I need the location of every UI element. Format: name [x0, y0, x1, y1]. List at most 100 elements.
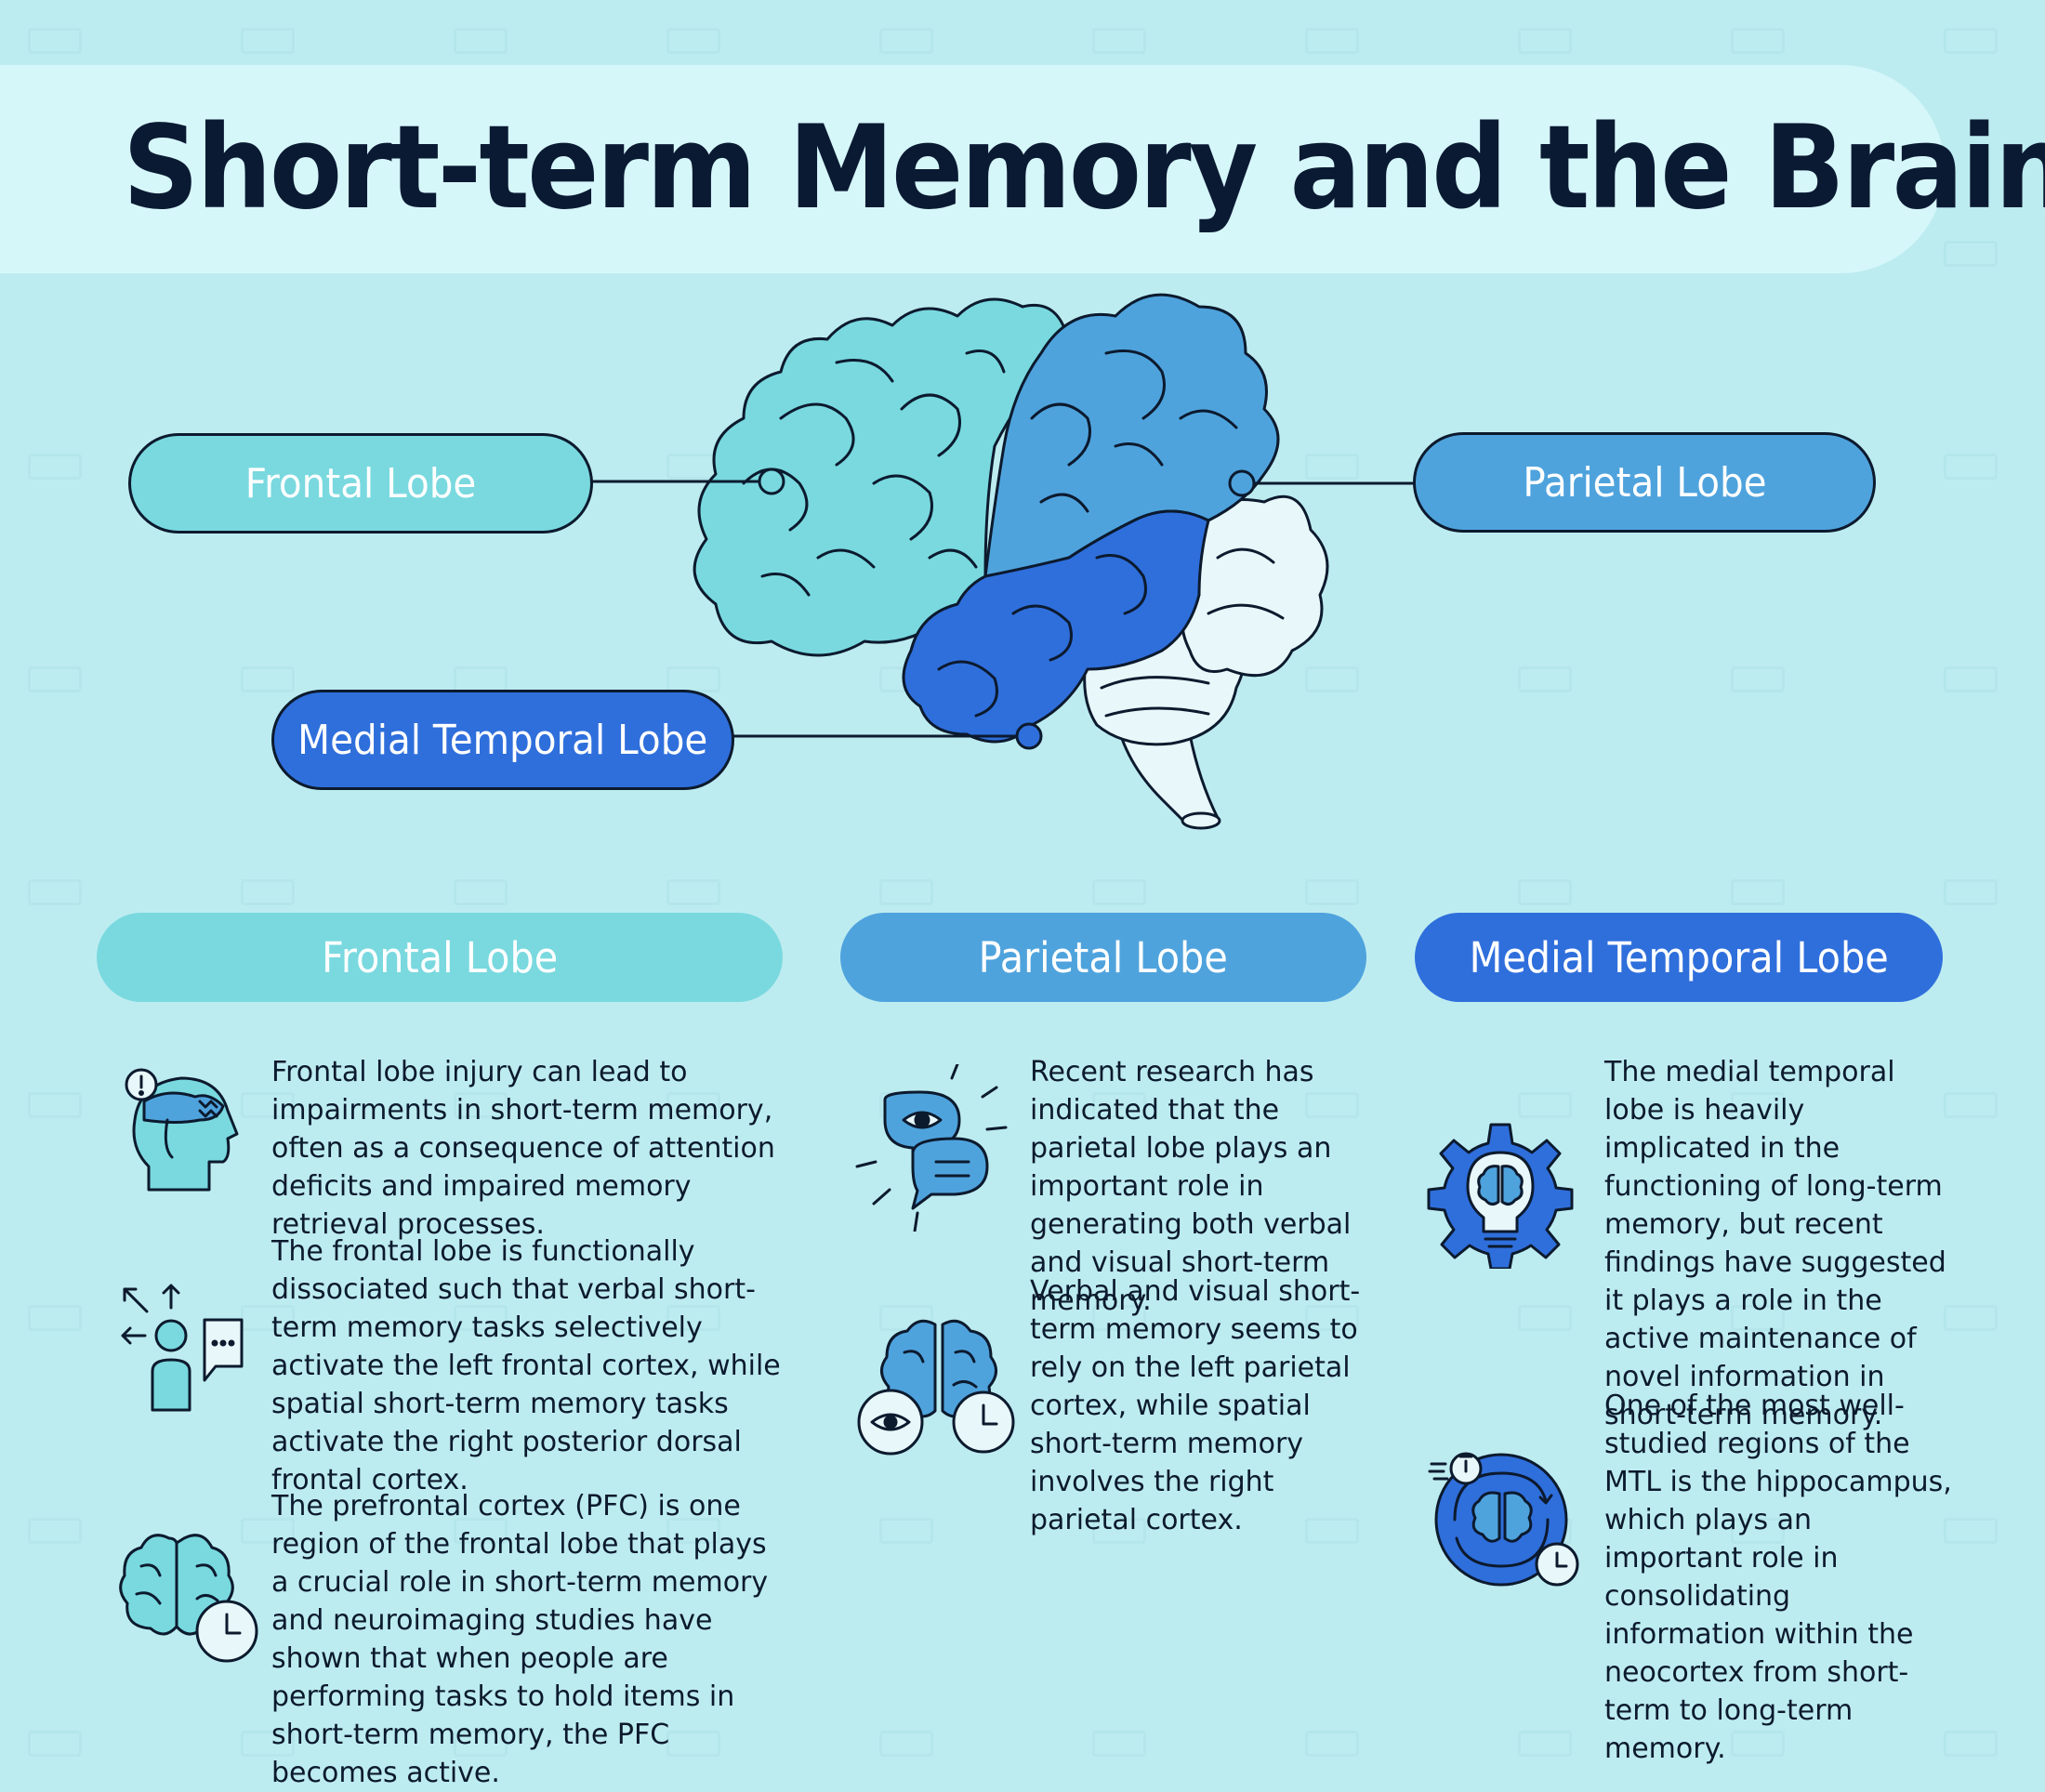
watermark-mark	[1731, 1518, 1785, 1544]
watermark-mark	[454, 1518, 508, 1544]
column-heading-parietal-text: Parietal Lobe	[978, 932, 1229, 982]
parietal-paragraph-1: Recent research has indicated that the p…	[1030, 1053, 1383, 1320]
watermark-mark	[1944, 666, 1998, 692]
frontal-paragraph-3-text: The prefrontal cortex (PFC) is one regio…	[271, 1490, 769, 1789]
frontal-paragraph-3: The prefrontal cortex (PFC) is one regio…	[271, 1487, 788, 1792]
watermark-mark	[879, 1518, 933, 1544]
label-medial-temporal-lobe: Medial Temporal Lobe	[271, 690, 734, 790]
watermark-mark	[28, 454, 82, 480]
watermark-mark	[1944, 1092, 1998, 1118]
watermark-mark	[454, 879, 508, 905]
watermark-mark	[454, 28, 508, 54]
watermark-mark	[1305, 1092, 1359, 1118]
label-parietal-lobe-text: Parietal Lobe	[1522, 458, 1767, 507]
watermark-mark	[1944, 879, 1998, 905]
watermark-mark	[1305, 1731, 1359, 1757]
watermark-mark	[1092, 1731, 1146, 1757]
watermark-mark	[879, 28, 933, 54]
parietal-paragraph-2: Verbal and visual short-term memory seem…	[1030, 1272, 1383, 1539]
watermark-mark	[1518, 1092, 1572, 1118]
watermark-mark	[1518, 879, 1572, 905]
page-title: Short-term Memory and the Brain	[123, 101, 2045, 235]
watermark-mark	[1305, 666, 1359, 692]
watermark-mark	[1944, 28, 1998, 54]
brain-eye-clock-icon	[857, 1319, 1015, 1456]
watermark-mark	[1731, 1305, 1785, 1331]
watermark-mark	[666, 28, 720, 54]
brain-diagram: Frontal Lobe Parietal Lobe Medial Tempor…	[0, 0, 2045, 883]
column-heading-medial-temporal-text: Medial Temporal Lobe	[1469, 932, 1889, 982]
watermark-mark	[241, 666, 295, 692]
frontal-paragraph-1: Frontal lobe injury can lead to impairme…	[271, 1053, 788, 1244]
gear-lightbulb-brain-icon	[1427, 1123, 1574, 1269]
watermark-mark	[879, 1305, 933, 1331]
watermark-mark	[1944, 1731, 1998, 1757]
watermark-mark	[666, 1518, 720, 1544]
medial-temporal-paragraph-1-text: The medial temporal lobe is heavily impl…	[1604, 1056, 1946, 1431]
head-brain-alert-icon	[125, 1068, 239, 1192]
watermark-mark	[879, 1731, 933, 1757]
parietal-paragraph-2-text: Verbal and visual short-term memory seem…	[1030, 1275, 1361, 1536]
label-medial-temporal-lobe-text: Medial Temporal Lobe	[297, 716, 708, 764]
watermark-mark	[1305, 1518, 1359, 1544]
watermark-mark	[1731, 666, 1785, 692]
watermark-mark	[28, 879, 82, 905]
watermark-mark	[1305, 454, 1359, 480]
watermark-mark	[666, 1092, 720, 1118]
watermark-mark	[1305, 879, 1359, 905]
watermark-mark	[1731, 879, 1785, 905]
watermark-mark	[28, 666, 82, 692]
watermark-mark	[1518, 1731, 1572, 1757]
watermark-mark	[241, 1092, 295, 1118]
medial-temporal-paragraph-2-text: One of the most well-studied regions of …	[1604, 1390, 1952, 1765]
watermark-mark	[28, 1518, 82, 1544]
frontal-paragraph-2: The frontal lobe is functionally dissoci…	[271, 1232, 788, 1499]
column-heading-medial-temporal: Medial Temporal Lobe	[1415, 913, 1943, 1002]
watermark-mark	[1305, 1305, 1359, 1331]
watermark-mark	[1731, 1731, 1785, 1757]
parietal-paragraph-1-text: Recent research has indicated that the p…	[1030, 1056, 1352, 1317]
medial-temporal-paragraph-2: One of the most well-studied regions of …	[1604, 1387, 1958, 1768]
watermark-mark	[1092, 1518, 1146, 1544]
watermark-mark	[1092, 879, 1146, 905]
brain-cycle-clock-icon	[1428, 1452, 1579, 1587]
watermark-mark	[1092, 28, 1146, 54]
brain-clock-icon	[119, 1534, 258, 1663]
watermark-mark	[454, 1305, 508, 1331]
watermark-mark	[454, 1731, 508, 1757]
watermark-mark	[241, 28, 295, 54]
medial-temporal-paragraph-1: The medial temporal lobe is heavily impl…	[1604, 1053, 1958, 1434]
watermark-mark	[1518, 666, 1572, 692]
eye-speech-bubbles-icon	[855, 1064, 1008, 1232]
watermark-mark	[1944, 241, 1998, 267]
watermark-mark	[454, 1092, 508, 1118]
watermark-mark	[1944, 1518, 1998, 1544]
title-banner: Short-term Memory and the Brain	[0, 65, 2045, 273]
watermark-mark	[28, 1092, 82, 1118]
watermark-mark	[879, 879, 933, 905]
watermark-mark	[28, 1305, 82, 1331]
watermark-mark	[666, 1731, 720, 1757]
column-heading-frontal: Frontal Lobe	[97, 913, 783, 1002]
frontal-paragraph-2-text: The frontal lobe is functionally dissoci…	[271, 1235, 781, 1496]
watermark-mark	[28, 28, 82, 54]
label-frontal-lobe-text: Frontal Lobe	[244, 459, 477, 507]
frontal-paragraph-1-text: Frontal lobe injury can lead to impairme…	[271, 1056, 775, 1241]
watermark-mark	[241, 879, 295, 905]
watermark-mark	[1092, 1092, 1146, 1118]
watermark-mark	[1092, 1305, 1146, 1331]
watermark-mark	[241, 1518, 295, 1544]
column-heading-parietal: Parietal Lobe	[840, 913, 1366, 1002]
watermark-mark	[241, 1731, 295, 1757]
watermark-mark	[28, 1731, 82, 1757]
watermark-mark	[666, 879, 720, 905]
column-heading-frontal-text: Frontal Lobe	[321, 932, 559, 982]
watermark-mark	[1731, 28, 1785, 54]
watermark-mark	[1944, 454, 1998, 480]
label-parietal-lobe: Parietal Lobe	[1413, 432, 1876, 533]
brain-illustration	[591, 293, 1415, 830]
label-frontal-lobe: Frontal Lobe	[128, 433, 593, 534]
medial-temporal-lobe-region	[902, 509, 1210, 744]
watermark-mark	[241, 1305, 295, 1331]
watermark-mark	[1518, 1305, 1572, 1331]
